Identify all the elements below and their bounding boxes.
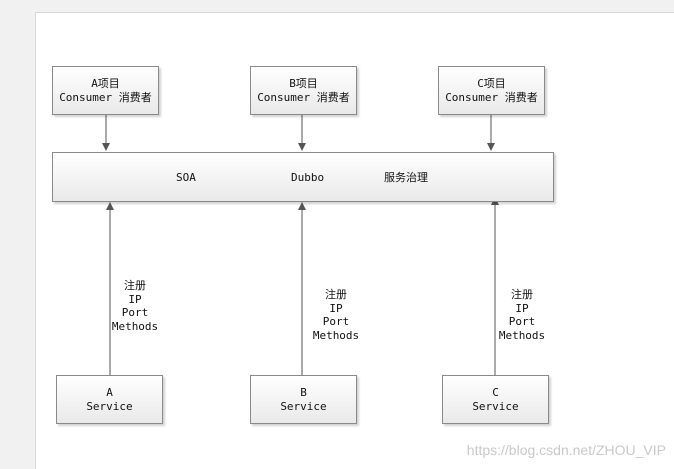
consumer-b-box: B项目 Consumer 消费者 [250,66,357,115]
registration-label-b: 注册 IP Port Methods [312,288,360,342]
consumer-a-box: A项目 Consumer 消费者 [52,66,159,115]
dubbo-label: Dubbo [291,171,325,184]
governance-label: 服务治理 [384,171,428,184]
consumer-c-box: C项目 Consumer 消费者 [438,66,545,115]
soa-label: SOA [176,171,196,184]
consumer-a-title: A项目 [91,76,120,90]
service-a-name: A [106,385,113,399]
service-c-name: C [492,385,499,399]
service-b-name: B [300,385,307,399]
registration-label-c: 注册 IP Port Methods [498,288,546,342]
watermark-text: https://blog.csdn.net/ZHOU_VIP [466,442,666,458]
consumer-b-role: Consumer 消费者 [257,90,350,104]
soa-bar [52,152,554,202]
service-c-role: Service [472,399,519,413]
registration-label-a: 注册 IP Port Methods [111,279,159,333]
service-b-box: B Service [250,375,357,424]
consumer-b-title: B项目 [289,76,318,90]
service-b-role: Service [280,399,327,413]
consumer-c-title: C项目 [477,76,506,90]
service-c-box: C Service [442,375,549,424]
consumer-a-role: Consumer 消费者 [59,90,152,104]
service-a-role: Service [86,399,133,413]
consumer-c-role: Consumer 消费者 [445,90,538,104]
service-a-box: A Service [56,375,163,424]
